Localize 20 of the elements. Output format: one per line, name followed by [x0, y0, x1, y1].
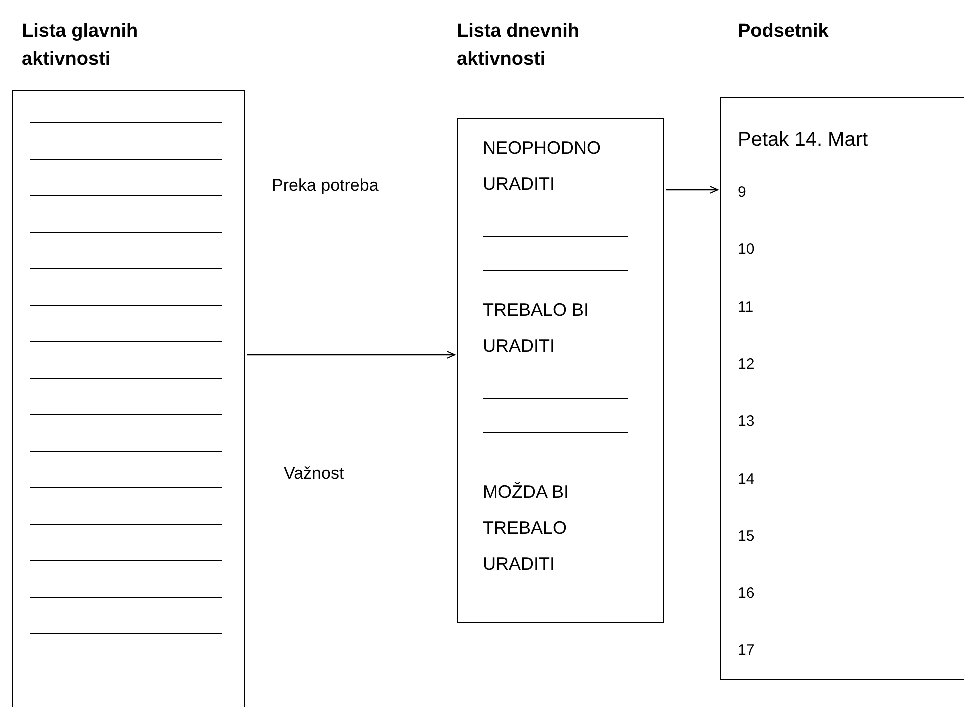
date-text: Petak 14. Mart [738, 128, 870, 153]
axis-note: Važnost [284, 464, 344, 484]
hour-label: 17 [738, 641, 755, 662]
list-heading: Podsetnik [738, 20, 830, 44]
hour-label: 15 [738, 526, 755, 547]
hour-label: 14 [738, 470, 755, 490]
hour-label: 12 [738, 354, 755, 375]
list-item-text: MOŽDA BI TREBALO URADITI [483, 481, 570, 576]
hour-label: 9 [738, 183, 746, 203]
arrow [247, 351, 456, 359]
list-item-text: TREBALO BI URADITI [483, 299, 590, 358]
hour-label: 11 [738, 298, 754, 318]
arrow [666, 186, 719, 194]
hour-label: 16 [738, 584, 755, 604]
hour-label: 10 [738, 240, 755, 260]
axis-note: Preka potreba [272, 176, 379, 196]
hour-label: 13 [738, 412, 755, 432]
list-heading: Lista dnevnih aktivnosti [457, 20, 580, 72]
list-heading: Lista glavnih aktivnosti [22, 20, 140, 72]
list-item-text: NEOPHODNO URADITI [483, 137, 602, 196]
